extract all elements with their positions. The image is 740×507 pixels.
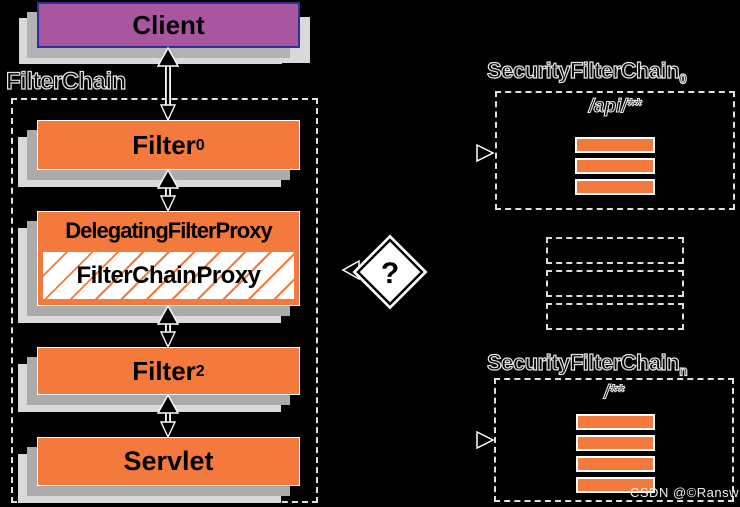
filter-chain-dashed-border <box>11 98 318 503</box>
security-filter-chain-n-label-text: SecurityFilterChain <box>486 349 680 375</box>
security-filter-chain-0-label: SecurityFilterChain0 <box>486 57 688 87</box>
filter-bar <box>575 158 655 174</box>
arrowhead-up-icon <box>156 46 180 67</box>
ellipsis-chain-box <box>546 270 684 297</box>
client-box: Client <box>37 2 300 48</box>
ellipsis-chains <box>546 237 684 330</box>
filter-chain-label: FilterChain <box>5 67 127 95</box>
filter-bar <box>575 179 655 195</box>
decision-label: ? <box>381 257 399 290</box>
security-filter-chain-n-label: SecurityFilterChainn <box>486 349 688 379</box>
security-filter-chain-n-url-pattern: /** <box>603 381 625 403</box>
delegating-filter-proxy-label: DelegatingFilterProxy <box>65 218 272 243</box>
ellipsis-chain-box <box>546 303 684 330</box>
client-label: Client <box>132 9 205 40</box>
watermark: CSDN @©Ransw <box>630 485 739 500</box>
arrowhead-right-icon <box>476 143 495 163</box>
arrowhead-left-icon <box>341 259 360 281</box>
filter-chain-proxy-label: FilterChainProxy <box>76 261 261 289</box>
filter-bar <box>576 435 655 451</box>
security-filter-chain-0-filters <box>575 137 655 195</box>
filter-bar <box>575 137 655 153</box>
filter-bar <box>576 414 655 430</box>
servlet-box: Servlet <box>37 437 300 486</box>
filter-0-label: Filter <box>132 129 196 160</box>
servlet-label: Servlet <box>123 446 214 476</box>
ellipsis-chain-box <box>546 237 684 264</box>
security-filter-chain-n-filters <box>576 414 655 493</box>
security-filter-chain-n-subscript: n <box>679 363 688 379</box>
filter-bar <box>576 477 655 493</box>
filter-2-label: Filter <box>132 355 196 386</box>
security-filter-chain-0-subscript: 0 <box>679 71 688 87</box>
filter-chain-proxy-box: FilterChainProxy <box>43 252 294 299</box>
decision-diamond: ? <box>352 234 428 310</box>
security-filter-chain-0-box <box>495 91 735 210</box>
security-filter-chain-0-label-text: SecurityFilterChain <box>486 57 680 83</box>
filter-bar <box>576 456 655 472</box>
arrowhead-right-icon <box>476 430 495 450</box>
security-filter-chain-n-box <box>494 378 734 502</box>
security-filter-chain-0-url-pattern: /api/** <box>588 95 642 117</box>
